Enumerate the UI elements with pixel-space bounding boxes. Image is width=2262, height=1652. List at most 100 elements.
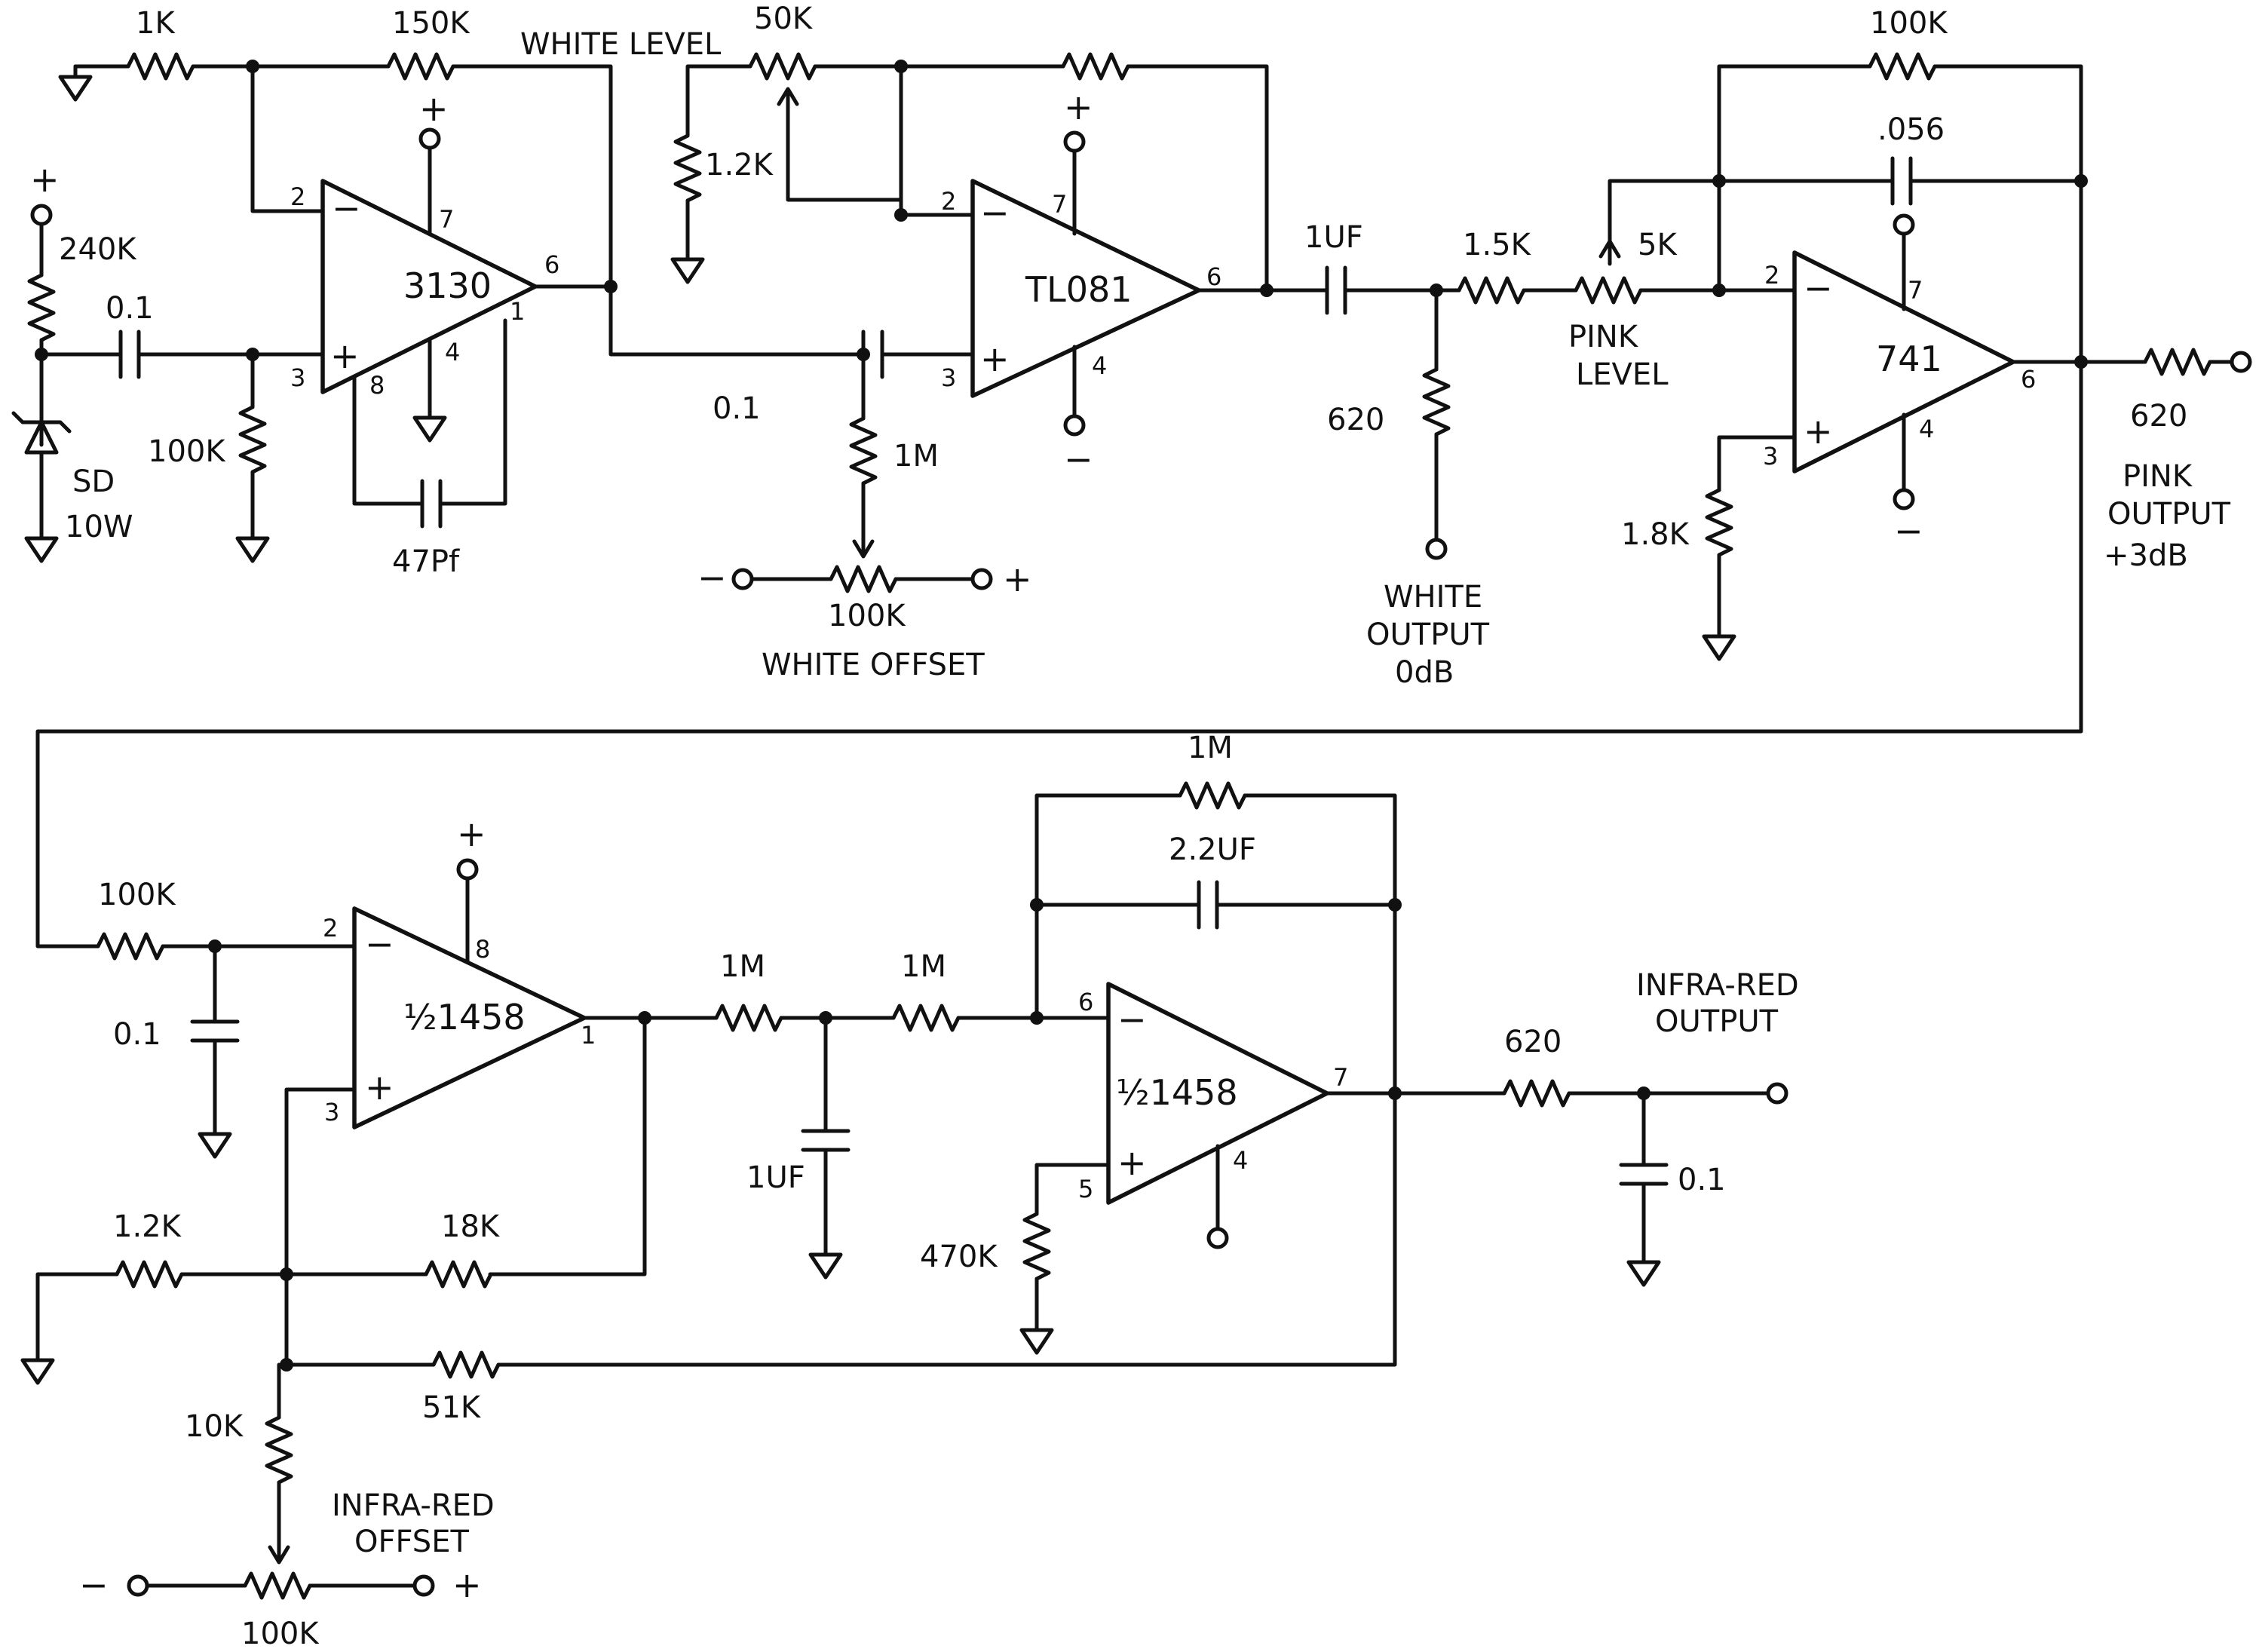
inv-sign: − [332,188,361,228]
r-1.5k-label: 1.5K [1463,228,1532,262]
opamp-741-label: 741 [1876,339,1942,379]
r-51k-label: 51K [422,1390,482,1425]
pot-5k-pink-level [1574,276,1643,305]
pot-100k-label: 100K [828,599,906,633]
vplus-terminal [1063,130,1086,153]
noninv-sign: + [365,1067,394,1108]
resistor-1.5k [1457,276,1526,305]
vminus-terminal [1206,1227,1229,1249]
pin-3: 3 [941,363,956,392]
pin-5: 5 [1078,1175,1093,1203]
resistor-1m-a [714,1004,783,1032]
resistor-100k-bias [238,405,267,474]
cap-47pf-label: 47Pf [392,544,460,579]
white-output-terminal [1425,538,1448,560]
resistor-1m-b [891,1004,961,1032]
resistor-470k [1022,1212,1051,1281]
r-620-pink-label: 620 [2130,399,2187,434]
noninv-sign: + [1117,1142,1147,1183]
r-240k-label: 240K [59,232,137,267]
vplus-sign: + [419,88,449,129]
white-offset-network: 1M − + 100K WHITE OFFSET [697,348,1032,682]
resistor-1m [849,416,878,486]
ir-offset-label-1: INFRA-RED [332,1488,495,1523]
inv-sign: − [365,924,394,964]
pin-4: 4 [1919,415,1934,443]
resistor-51k [431,1350,501,1379]
r-1.8k-label: 1.8K [1621,517,1690,552]
opamp-1458-a [352,906,587,1129]
resistor-150k-fb1 [386,52,455,81]
capacitor-0.1-in [118,329,141,379]
r-1m-b-label: 1M [901,949,946,984]
stage-1458-b: 1M 1M 1UF 1M 2.2UF ½1458 − + 6 5 4 7 470… [714,731,1799,1353]
cap-1uf-label: 1UF [1304,220,1363,255]
r-100k-fb-label: 100K [1870,6,1948,41]
pot-50k-label: 50K [754,2,814,36]
pink-output-label-3: +3dB [2104,538,2188,573]
pin-7: 7 [1333,1063,1348,1092]
r-18k-label: 18K [441,1209,501,1244]
stage-1458-a: 100K 0.1 ½1458 − + 2 3 8 1 + 1.2K 18K 51… [23,814,1397,1651]
noninv-sign: + [980,339,1010,379]
ground-symbol [673,249,703,282]
white-output-network: 1UF 1.5K 620 WHITE OUTPUT 0dB [1304,220,1532,690]
pink-level-label-1: PINK [1568,320,1639,354]
offset-minus-sign: − [697,557,727,598]
vplus-sign: + [457,814,486,854]
opamp-3130-label: 3130 [403,265,492,306]
stage-741: 5K PINK LEVEL 100K .056 741 − + 2 3 7 4 … [35,6,2252,949]
vminus-sign: − [1064,439,1093,480]
ground-symbol [811,1244,841,1277]
pin-2: 2 [1764,261,1779,290]
inv-sign: − [1804,268,1833,308]
r-470k-label: 470K [920,1240,998,1274]
pin-3: 3 [324,1098,339,1126]
vminus-terminal [127,1574,149,1597]
white-level-label: WHITE LEVEL [520,27,722,62]
white-output-label-2: OUTPUT [1366,618,1490,652]
pin-3: 3 [290,363,305,392]
ir-offset-minus-sign: − [79,1565,109,1605]
r-100k-in-label: 100K [98,878,176,912]
r-150k-label: 150K [392,6,470,41]
opamp-1458-a-label: ½1458 [403,997,526,1037]
resistor-1.2k-ir [115,1260,184,1289]
ground-symbol [238,528,268,561]
pin-7: 7 [1052,190,1067,219]
offset-plus-sign: + [1003,559,1032,599]
pot-5k-label: 5K [1638,228,1678,262]
resistor-1m-fb [1178,781,1247,810]
ground-symbol [26,528,57,561]
r-1m-label: 1M [893,439,939,474]
pink-level-label-2: LEVEL [1576,357,1669,392]
r-1m-fb-label: 1M [1188,731,1233,765]
pin-8: 8 [475,935,490,964]
resistor-100k-fb3 [1868,52,1937,81]
vplus-terminal [456,858,479,881]
vminus-terminal [1893,488,1915,510]
pin-6: 6 [2021,365,2036,394]
noninv-sign: + [330,336,360,376]
pot-100k-white-offset [829,565,898,593]
pink-output-label-2: OUTPUT [2107,497,2231,532]
ir-offset-label-2: OFFSET [354,1525,469,1559]
cap-.056-label: .056 [1877,112,1945,147]
noninv-sign: + [1804,411,1833,452]
ground-symbol [1022,1319,1052,1353]
white-output-label-3: 0dB [1395,655,1454,690]
pin-2: 2 [323,914,338,942]
vplus-terminal [1893,213,1915,236]
cap-2.2uf-label: 2.2UF [1169,832,1256,867]
r-620-ir-label: 620 [1504,1025,1562,1059]
white-offset-label: WHITE OFFSET [762,648,985,682]
resistor-18k [424,1260,493,1289]
pin-1: 1 [510,297,525,326]
ir-output-terminal [1766,1082,1788,1105]
r-10k-label: 10K [185,1409,244,1444]
cap-1uf-mid-label: 1UF [746,1160,805,1195]
resistor-1.2k [673,133,702,203]
r-620-label: 620 [1327,403,1384,437]
ground-symbol [23,1350,53,1383]
